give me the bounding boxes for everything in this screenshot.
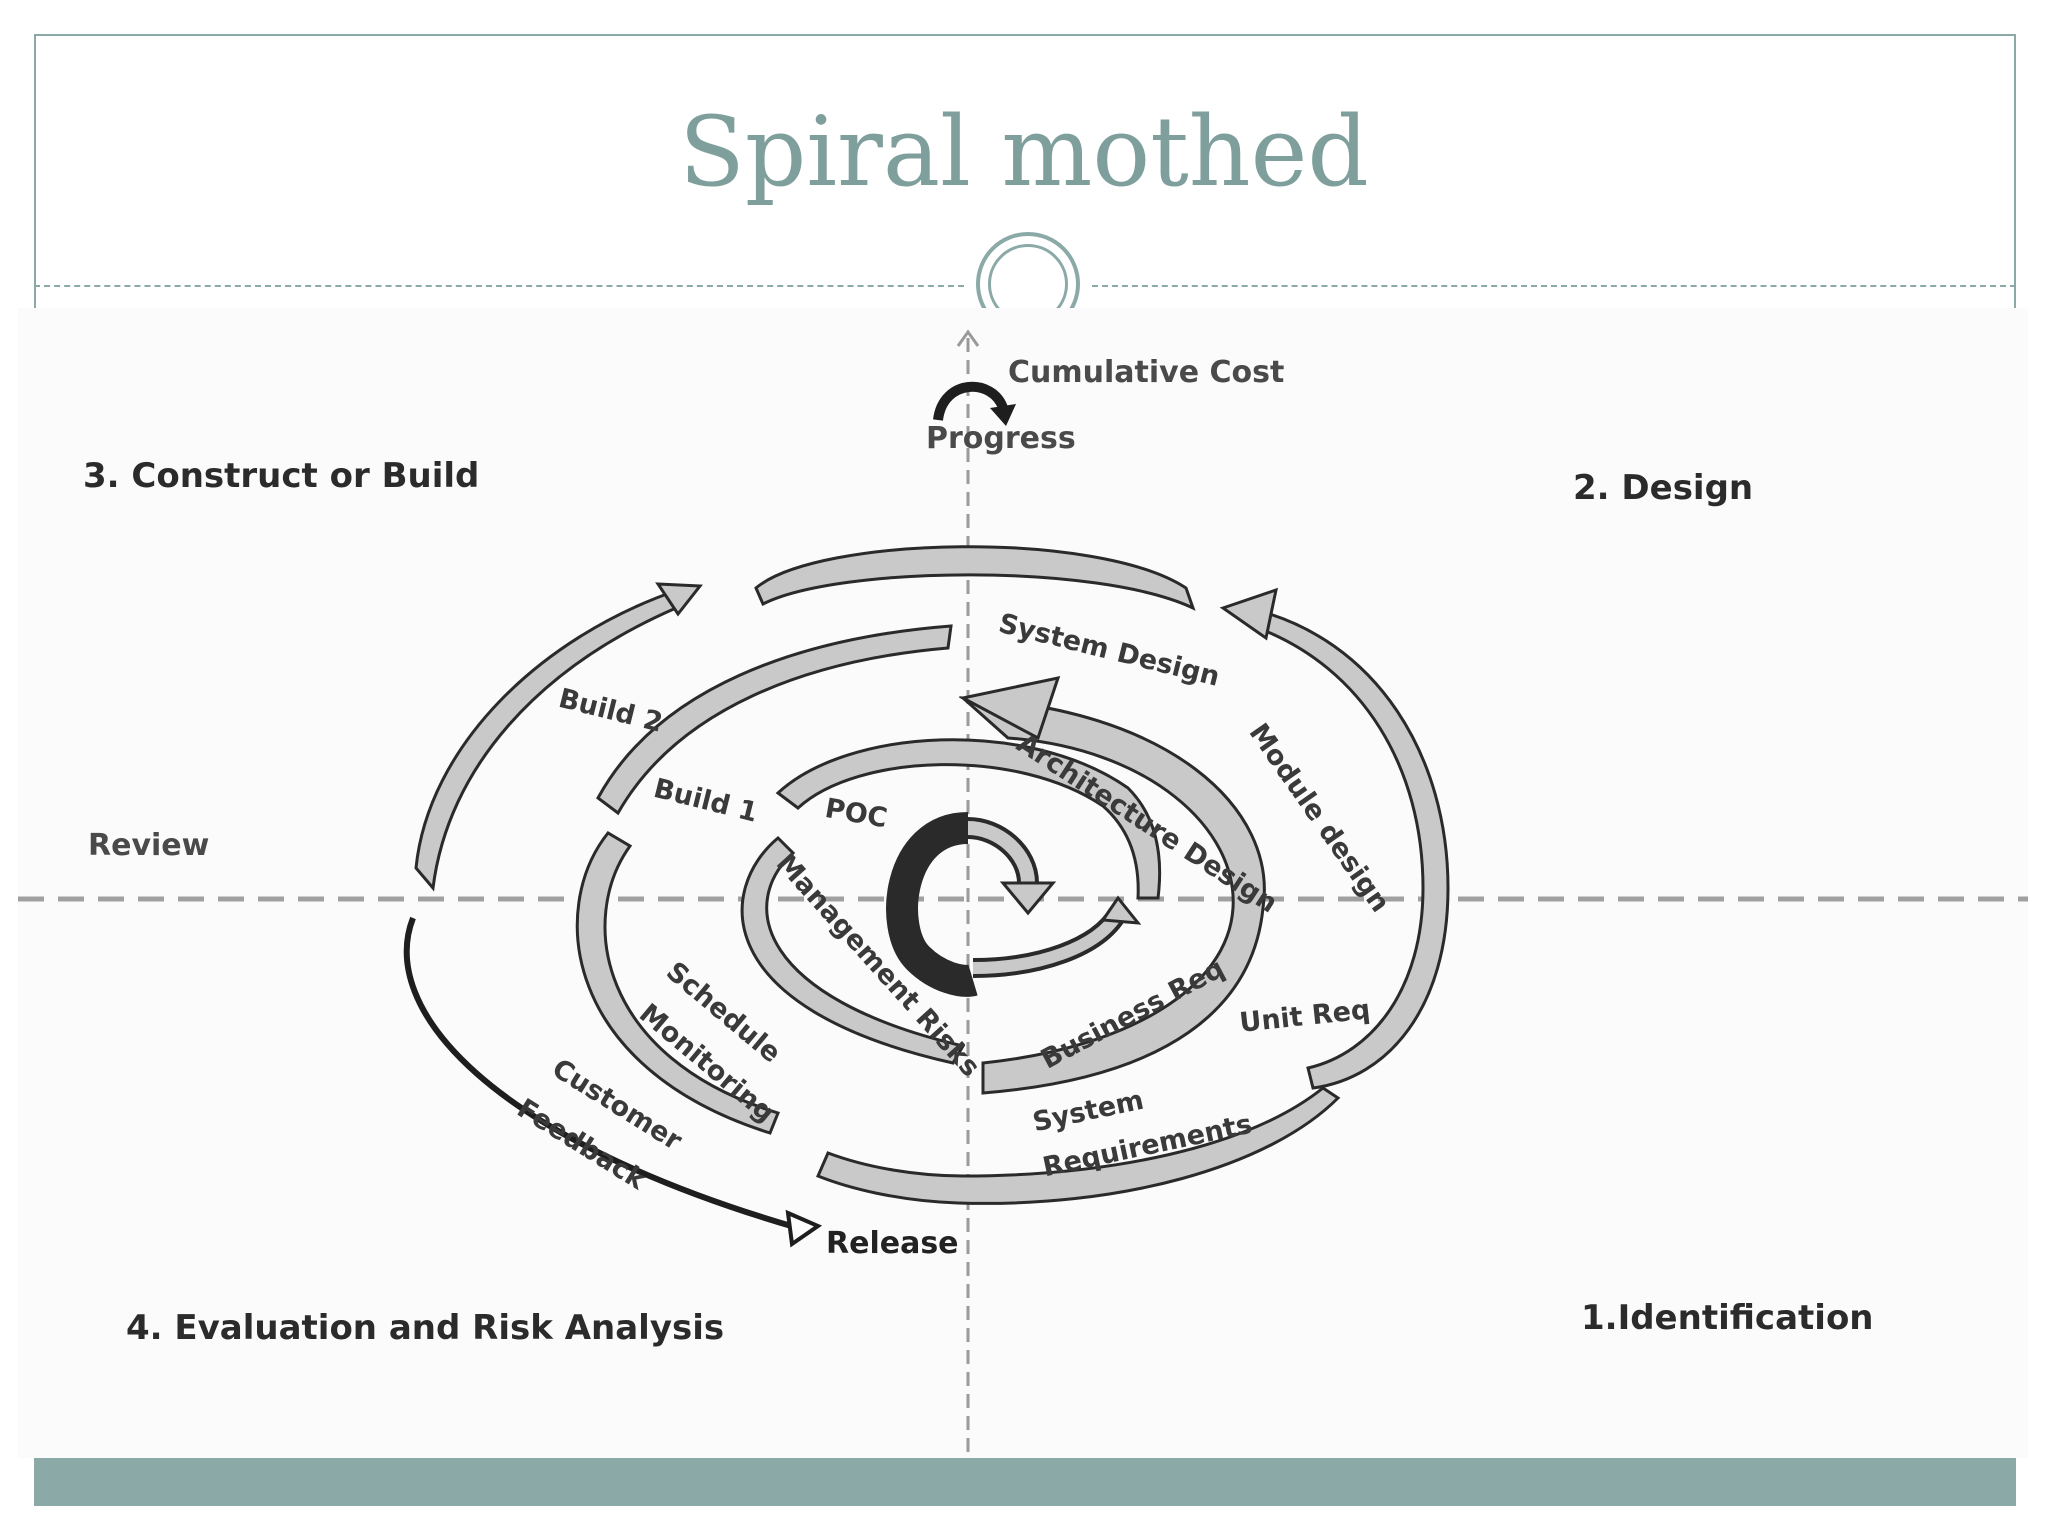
core-down-arrowhead-icon [999,881,1057,916]
build-1-arc [596,624,953,816]
title-divider-left [34,285,964,287]
quadrant-evaluation-label: 4. Evaluation and Risk Analysis [126,1308,725,1348]
architecture-design-band [958,696,1266,1095]
review-label: Review [88,828,210,863]
build-2-arc [414,588,686,892]
architecture-design-arrowhead-icon [958,675,1061,741]
customer-feedback-arc [403,916,799,1231]
quadrant-construct-label: 3. Construct or Build [83,456,480,496]
progress-label: Progress [926,421,1076,456]
build-2-arrowhead-icon [655,582,703,617]
spiral-diagram: 3. Construct or Build 2. Design 4. Evalu… [18,308,2028,1458]
quadrant-identification-label: 1.Identification [1581,1298,1874,1338]
management-risks-arc [740,835,966,1065]
spiral-diagram-graphic [18,329,2028,1458]
core-loop-top-fill [967,821,1035,884]
slide-title: Spiral mothed [679,96,1369,208]
release-label: Release [826,1226,959,1261]
system-requirements-arc [816,1086,1341,1205]
module-design-arrowhead-icon [1219,587,1279,641]
cumulative-cost-label: Cumulative Cost [1008,355,1285,390]
business-req-arrow-fill [972,909,1124,974]
title-divider-right [1092,285,2016,287]
module-design-arc [1245,605,1450,1090]
progress-arrow-icon [933,381,1008,421]
outer-top-arc [754,545,1196,611]
release-arrowhead-icon [785,1209,823,1248]
schedule-monitoring-arc [575,831,780,1135]
business-req-arrowhead-icon [1100,895,1142,925]
quadrant-design-label: 2. Design [1573,468,1754,508]
slide-footer-bar [34,1458,2016,1506]
poc-arc [775,738,1162,900]
progress-arrowhead-icon [990,404,1016,426]
vertical-axis-arrowhead [956,329,980,347]
core-loop-dark [886,812,978,997]
